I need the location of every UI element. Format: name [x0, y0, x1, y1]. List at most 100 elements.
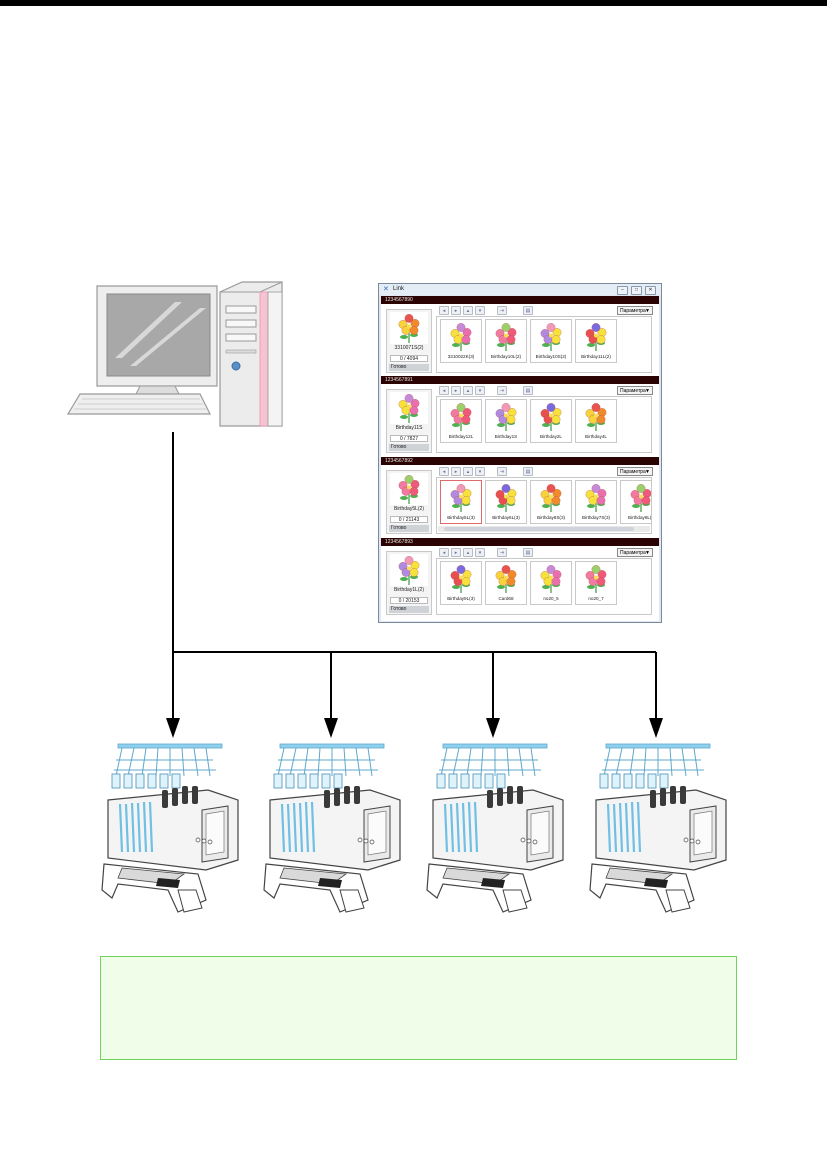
properties-icon[interactable]: ▤ — [523, 386, 533, 395]
queue-item-name: Birthday1S — [494, 434, 518, 439]
window-body: 1234567890◂▸▴▾⇥▤Параметра▼3310071S(2)0 /… — [381, 296, 659, 621]
queue-item[interactable]: Birthday2L — [530, 399, 572, 443]
move-up-icon[interactable]: ▴ — [463, 467, 473, 476]
status-label: Готово — [389, 364, 429, 371]
queue-item-name: Card68 — [498, 596, 514, 601]
embroidery-machine-icon — [588, 742, 728, 914]
queue-item-name: Birthday12L — [448, 434, 474, 439]
queue-item[interactable]: no20_5 — [530, 561, 572, 605]
send-icon[interactable]: ⇥ — [497, 548, 507, 557]
embroidery-machine-icon — [262, 742, 402, 914]
send-icon[interactable]: ⇥ — [497, 467, 507, 476]
params-dropdown-label: Параметра — [620, 308, 646, 314]
stitch-counter: 0 / 20153 — [390, 597, 428, 604]
move-up-icon[interactable]: ▴ — [463, 548, 473, 557]
move-left-icon[interactable]: ◂ — [439, 548, 449, 557]
queue-item[interactable]: Birthday10L(2) — [485, 319, 527, 363]
properties-icon[interactable]: ▤ — [523, 548, 533, 557]
design-thumbnail — [445, 402, 477, 432]
properties-icon[interactable]: ▤ — [523, 467, 533, 476]
queue-item[interactable]: Birthday11L(2) — [575, 319, 617, 363]
design-thumbnail — [390, 554, 428, 586]
queue-item-name: Birthday10L(2) — [490, 354, 522, 359]
queue-item-name: Birthday11L(2) — [581, 354, 611, 359]
minimize-icon[interactable]: – — [617, 286, 628, 295]
queue-item-name: Birthday9L(3) — [447, 596, 475, 601]
current-design-name: 3310071S(2) — [394, 345, 424, 351]
design-thumbnail — [535, 322, 567, 352]
queue-item[interactable]: Birthday5L(3) — [440, 480, 482, 524]
window-title: Link — [393, 286, 405, 292]
network-connection-lines — [166, 432, 663, 738]
scrollbar-thumb[interactable] — [444, 527, 634, 531]
queue-item-name: 3310022K(3) — [447, 354, 475, 359]
status-label: Готово — [389, 525, 429, 532]
move-right-icon[interactable]: ▸ — [451, 548, 461, 557]
machine-panel: 1234567892◂▸▴▾⇥▤Параметра▼Birthday5L(2)0… — [381, 457, 659, 535]
queue-item[interactable]: Birthday1S — [485, 399, 527, 443]
machine-id-header: 1234567890 — [381, 296, 659, 304]
queue-item[interactable]: Birthday9L(3) — [440, 561, 482, 605]
maximize-icon[interactable]: □ — [631, 286, 642, 295]
queue-item[interactable]: Birthday7S(3) — [575, 480, 617, 524]
queue-item[interactable]: Card68 — [485, 561, 527, 605]
machine-panel: 1234567890 ◂▸▴▾ ⇥ ▤ Параметра▼ 3310071S(2)0 /… — [381, 296, 659, 374]
queue-item[interactable]: Birthday6S(3) — [530, 480, 572, 524]
params-dropdown[interactable]: Параметра▼ — [617, 548, 653, 557]
queue-item[interactable]: Birthday12L — [440, 399, 482, 443]
move-down-icon[interactable]: ▾ — [475, 548, 485, 557]
machine-id-header: 1234567891 — [381, 376, 659, 384]
chevron-down-icon: ▼ — [645, 550, 650, 556]
close-icon[interactable]: ✕ — [645, 286, 656, 295]
move-down-icon[interactable]: ▾ — [475, 386, 485, 395]
params-dropdown[interactable]: Параметра▼ — [617, 467, 653, 476]
chevron-down-icon: ▼ — [645, 388, 650, 394]
stitch-counter: 0 / 21143 — [390, 516, 428, 523]
embroidery-machine-icon — [425, 742, 565, 914]
queue-item-name: Birthday7S(3) — [581, 515, 611, 520]
move-up-icon[interactable]: ▴ — [463, 306, 473, 315]
design-thumbnail — [490, 322, 522, 352]
queue-item[interactable]: Birthday8L(3 — [620, 480, 652, 524]
window-titlebar[interactable]: ✕ Link – □ ✕ — [379, 284, 661, 295]
move-right-icon[interactable]: ▸ — [451, 306, 461, 315]
queue-item-name: Birthday2L — [540, 434, 562, 439]
design-thumbnail — [535, 483, 567, 513]
properties-icon[interactable]: ▤ — [523, 306, 533, 315]
params-dropdown[interactable]: Параметра▼ — [617, 306, 653, 315]
design-thumbnail — [445, 483, 477, 513]
queue-item-name: Birthday5L(3) — [447, 515, 475, 520]
queue-item[interactable]: Birthday4L — [575, 399, 617, 443]
queue-item[interactable]: Birthday10S(2) — [530, 319, 572, 363]
embroidery-machines-row — [100, 742, 728, 914]
queue-item-name: Birthday8L(3 — [627, 515, 652, 520]
move-left-icon[interactable]: ◂ — [439, 467, 449, 476]
status-label: Готово — [389, 444, 429, 451]
queue-item[interactable]: Birthday6L(3) — [485, 480, 527, 524]
machine-panel: 1234567893◂▸▴▾⇥▤Параметра▼Birthday1L(2)0… — [381, 538, 659, 616]
arrow-down-icon — [166, 718, 180, 738]
send-icon[interactable]: ⇥ — [497, 306, 507, 315]
move-down-icon[interactable]: ▾ — [475, 467, 485, 476]
move-right-icon[interactable]: ▸ — [451, 467, 461, 476]
params-dropdown[interactable]: Параметра▼ — [617, 386, 653, 395]
move-left-icon[interactable]: ◂ — [439, 306, 449, 315]
move-down-icon[interactable]: ▾ — [475, 306, 485, 315]
horizontal-scrollbar[interactable] — [438, 526, 650, 532]
link-app-icon: ✕ — [383, 286, 389, 293]
queue-item[interactable]: 3310022K(3) — [440, 319, 482, 363]
move-left-icon[interactable]: ◂ — [439, 386, 449, 395]
arrow-down-icon — [324, 718, 338, 738]
move-right-icon[interactable]: ▸ — [451, 386, 461, 395]
queue-item[interactable]: no20_7 — [575, 561, 617, 605]
move-up-icon[interactable]: ▴ — [463, 386, 473, 395]
design-queue: 3310022K(3) Birthday10L(2) Birthday10S(2) B… — [436, 316, 652, 373]
send-icon[interactable]: ⇥ — [497, 386, 507, 395]
queue-item-name: Birthday6L(3) — [492, 515, 520, 520]
